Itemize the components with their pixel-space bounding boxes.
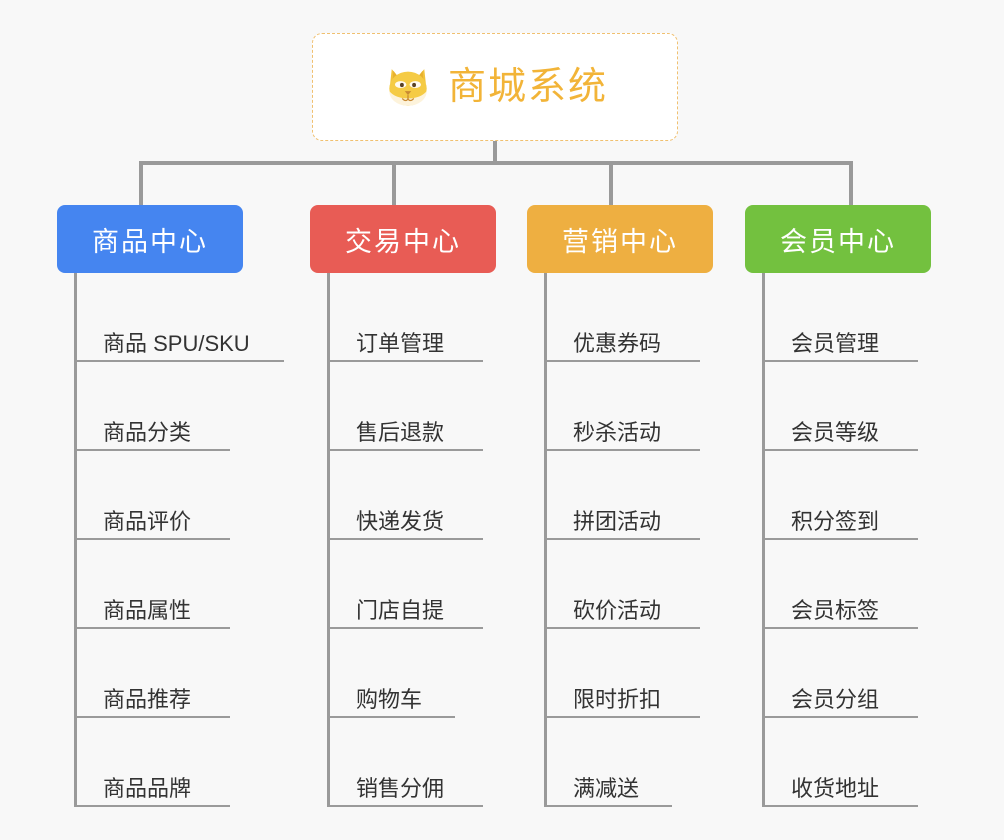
branch-spine-product-center: 商品 SPU/SKU 商品分类商品评价商品属性商品推荐商品品牌: [74, 273, 284, 807]
leaf-node[interactable]: 购物车: [327, 629, 516, 718]
leaf-node-label: 优惠券码: [573, 330, 662, 356]
leaf-node[interactable]: 会员分组: [762, 629, 951, 718]
leaf-node[interactable]: 拼团活动: [544, 451, 733, 540]
branch-spine-member-center: 会员管理会员等级积分签到会员标签会员分组收货地址: [762, 273, 951, 807]
leaf-node[interactable]: 优惠券码: [544, 273, 733, 362]
leaf-node-label: 收货地址: [791, 775, 880, 801]
leaf-node[interactable]: 商品品牌: [74, 718, 263, 807]
category-header-member-center[interactable]: 会员中心: [745, 205, 931, 273]
leaf-node-underline: [544, 360, 700, 362]
category-column-member-center: 会员中心 会员管理会员等级积分签到会员标签会员分组收货地址: [745, 205, 951, 807]
leaf-node[interactable]: 商品 SPU/SKU: [74, 273, 284, 362]
leaf-node-label: 购物车: [356, 686, 423, 712]
leaf-node-label: 商品推荐: [103, 686, 192, 712]
leaf-node-underline: [74, 716, 230, 718]
leaf-node[interactable]: 会员标签: [762, 540, 951, 629]
leaf-node-label: 订单管理: [356, 330, 445, 356]
leaf-node-underline: [762, 449, 918, 451]
leaf-node-label: 售后退款: [356, 419, 445, 445]
leaf-node-label: 砍价活动: [573, 597, 662, 623]
connector-drop-2: [392, 161, 396, 207]
leaf-node[interactable]: 商品推荐: [74, 629, 263, 718]
leaf-node-underline: [327, 627, 483, 629]
leaf-node[interactable]: 积分签到: [762, 451, 951, 540]
leaf-node[interactable]: 满减送: [544, 718, 733, 807]
leaf-node-label: 快递发货: [356, 508, 445, 534]
category-column-product-center: 商品中心 商品 SPU/SKU 商品分类商品评价商品属性商品推荐商品品牌: [57, 205, 284, 807]
connector-horizontal-bus: [139, 161, 853, 165]
leaf-node-underline: [762, 538, 918, 540]
leaf-node-underline: [544, 538, 700, 540]
leaf-node-underline: [74, 538, 230, 540]
leaf-node-label: 会员等级: [791, 419, 880, 445]
root-node[interactable]: 商城系统: [312, 33, 678, 141]
leaf-node-label: 会员分组: [791, 686, 880, 712]
leaf-node-underline: [762, 627, 918, 629]
leaf-node[interactable]: 限时折扣: [544, 629, 733, 718]
connector-drop-4: [849, 161, 853, 207]
leaf-node-label: 销售分佣: [356, 775, 445, 801]
leaf-node[interactable]: 销售分佣: [327, 718, 516, 807]
branch-spine-marketing-center: 优惠券码秒杀活动拼团活动砍价活动限时折扣满减送: [544, 273, 733, 807]
leaf-node-underline: [327, 805, 483, 807]
leaf-node-underline: [74, 449, 230, 451]
leaf-node-label: 商品品牌: [103, 775, 192, 801]
leaf-node-label: 商品属性: [103, 597, 192, 623]
leaf-node[interactable]: 会员等级: [762, 362, 951, 451]
category-column-trade-center: 交易中心 订单管理售后退款快递发货门店自提购物车销售分佣: [310, 205, 516, 807]
leaf-node-underline: [74, 627, 230, 629]
leaf-node[interactable]: 商品评价: [74, 451, 263, 540]
leaf-node-underline: [762, 716, 918, 718]
leaf-node-underline: [327, 538, 483, 540]
leaf-node-label: 拼团活动: [573, 508, 662, 534]
leaf-node-underline: [327, 449, 483, 451]
leaf-node-label: 商品 SPU/SKU: [103, 330, 250, 356]
leaf-node-label: 商品评价: [103, 508, 192, 534]
leaf-node[interactable]: 收货地址: [762, 718, 951, 807]
leaf-node-underline: [327, 716, 455, 718]
connector-root-stem: [493, 141, 497, 163]
leaf-node[interactable]: 秒杀活动: [544, 362, 733, 451]
leaf-node-label: 门店自提: [356, 597, 445, 623]
leaf-node-underline: [544, 449, 700, 451]
root-title: 商城系统: [447, 66, 608, 108]
branch-spine-trade-center: 订单管理售后退款快递发货门店自提购物车销售分佣: [327, 273, 516, 807]
leaf-node-underline: [544, 627, 700, 629]
leaf-node-label: 秒杀活动: [573, 419, 662, 445]
leaf-node-label: 满减送: [573, 775, 640, 801]
shiba-dog-icon: [382, 61, 434, 113]
leaf-node[interactable]: 商品分类: [74, 362, 263, 451]
leaf-node-label: 商品分类: [103, 419, 192, 445]
leaf-node-underline: [544, 716, 700, 718]
category-header-marketing-center[interactable]: 营销中心: [527, 205, 713, 273]
leaf-node[interactable]: 订单管理: [327, 273, 516, 362]
leaf-node[interactable]: 砍价活动: [544, 540, 733, 629]
leaf-node-label: 会员管理: [791, 330, 880, 356]
category-header-trade-center[interactable]: 交易中心: [310, 205, 496, 273]
leaf-node[interactable]: 会员管理: [762, 273, 951, 362]
leaf-node-underline: [74, 360, 284, 362]
leaf-node-underline: [327, 360, 483, 362]
leaf-node[interactable]: 售后退款: [327, 362, 516, 451]
leaf-node-underline: [544, 805, 672, 807]
leaf-node[interactable]: 门店自提: [327, 540, 516, 629]
connector-drop-1: [139, 161, 143, 207]
leaf-node-label: 限时折扣: [573, 686, 662, 712]
connector-drop-3: [609, 161, 613, 207]
leaf-node-underline: [762, 805, 918, 807]
leaf-node-label: 积分签到: [791, 508, 880, 534]
category-column-marketing-center: 营销中心 优惠券码秒杀活动拼团活动砍价活动限时折扣满减送: [527, 205, 733, 807]
leaf-node-underline: [74, 805, 230, 807]
leaf-node[interactable]: 商品属性: [74, 540, 263, 629]
leaf-node-label: 会员标签: [791, 597, 880, 623]
leaf-node[interactable]: 快递发货: [327, 451, 516, 540]
leaf-node-underline: [762, 360, 918, 362]
category-header-product-center[interactable]: 商品中心: [57, 205, 243, 273]
